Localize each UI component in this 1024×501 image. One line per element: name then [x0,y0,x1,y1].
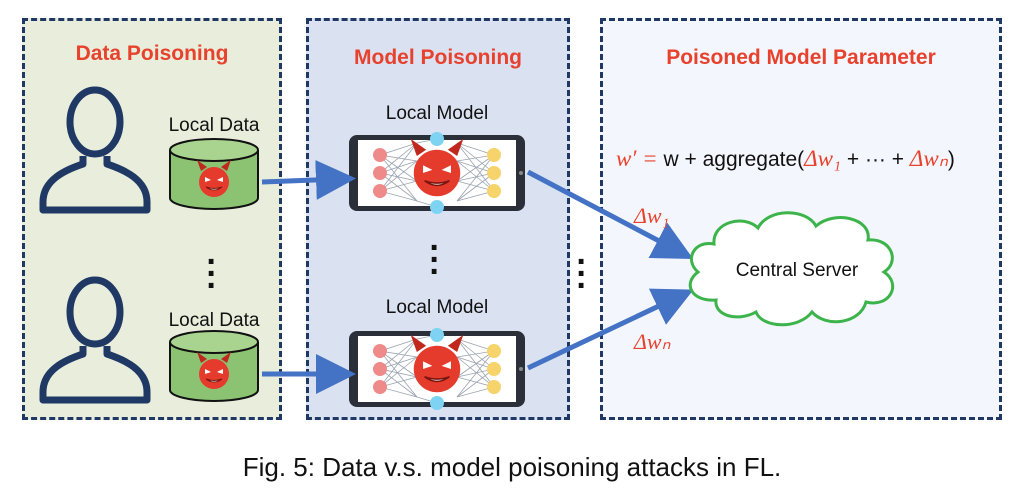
arrow-data-to-model [261,159,356,200]
delta-w1-label: Δw₁ [634,203,670,228]
figure-caption: Fig. 5: Data v.s. model poisoning attack… [242,452,782,482]
local-data-label: Local Data [168,310,260,331]
tablet-icon [349,132,525,214]
formula-delta-n: Δwₙ [909,146,948,171]
model-poisoning-title: Model Poisoning [354,46,522,69]
local-model-label: Local Model [385,103,489,124]
data-poisoning-title: Data Poisoning [75,42,229,65]
cloud-icon [688,211,895,327]
database-icon [170,331,258,401]
arrow-model-to-server [526,169,694,259]
user-icon [43,90,147,210]
formula-end: ) [947,148,955,171]
delta-wn-label: Δwₙ [634,329,671,354]
formula-delta-1: Δw₁ [804,146,842,171]
user-icon [43,280,147,400]
ellipsis-vertical: ··· [429,229,441,291]
local-data-label: Local Data [168,115,260,136]
aggregation-formula: w′ = w + aggregate(Δw₁ + ··· + Δwₙ) [616,146,955,172]
central-server-label: Central Server [735,260,859,281]
ellipsis-vertical: ··· [576,243,588,305]
poisoned-parameter-title: Poisoned Model Parameter [666,46,936,69]
tablet-icon [349,328,525,410]
database-icon [170,139,258,209]
formula-lhs: w′ = [616,146,658,171]
arrow-model-to-server [526,288,694,371]
local-model-label: Local Model [385,297,489,318]
formula-mid: w + aggregate( [657,148,805,171]
ellipsis-vertical: ··· [206,243,218,305]
formula-plus: + ··· + [841,148,910,171]
